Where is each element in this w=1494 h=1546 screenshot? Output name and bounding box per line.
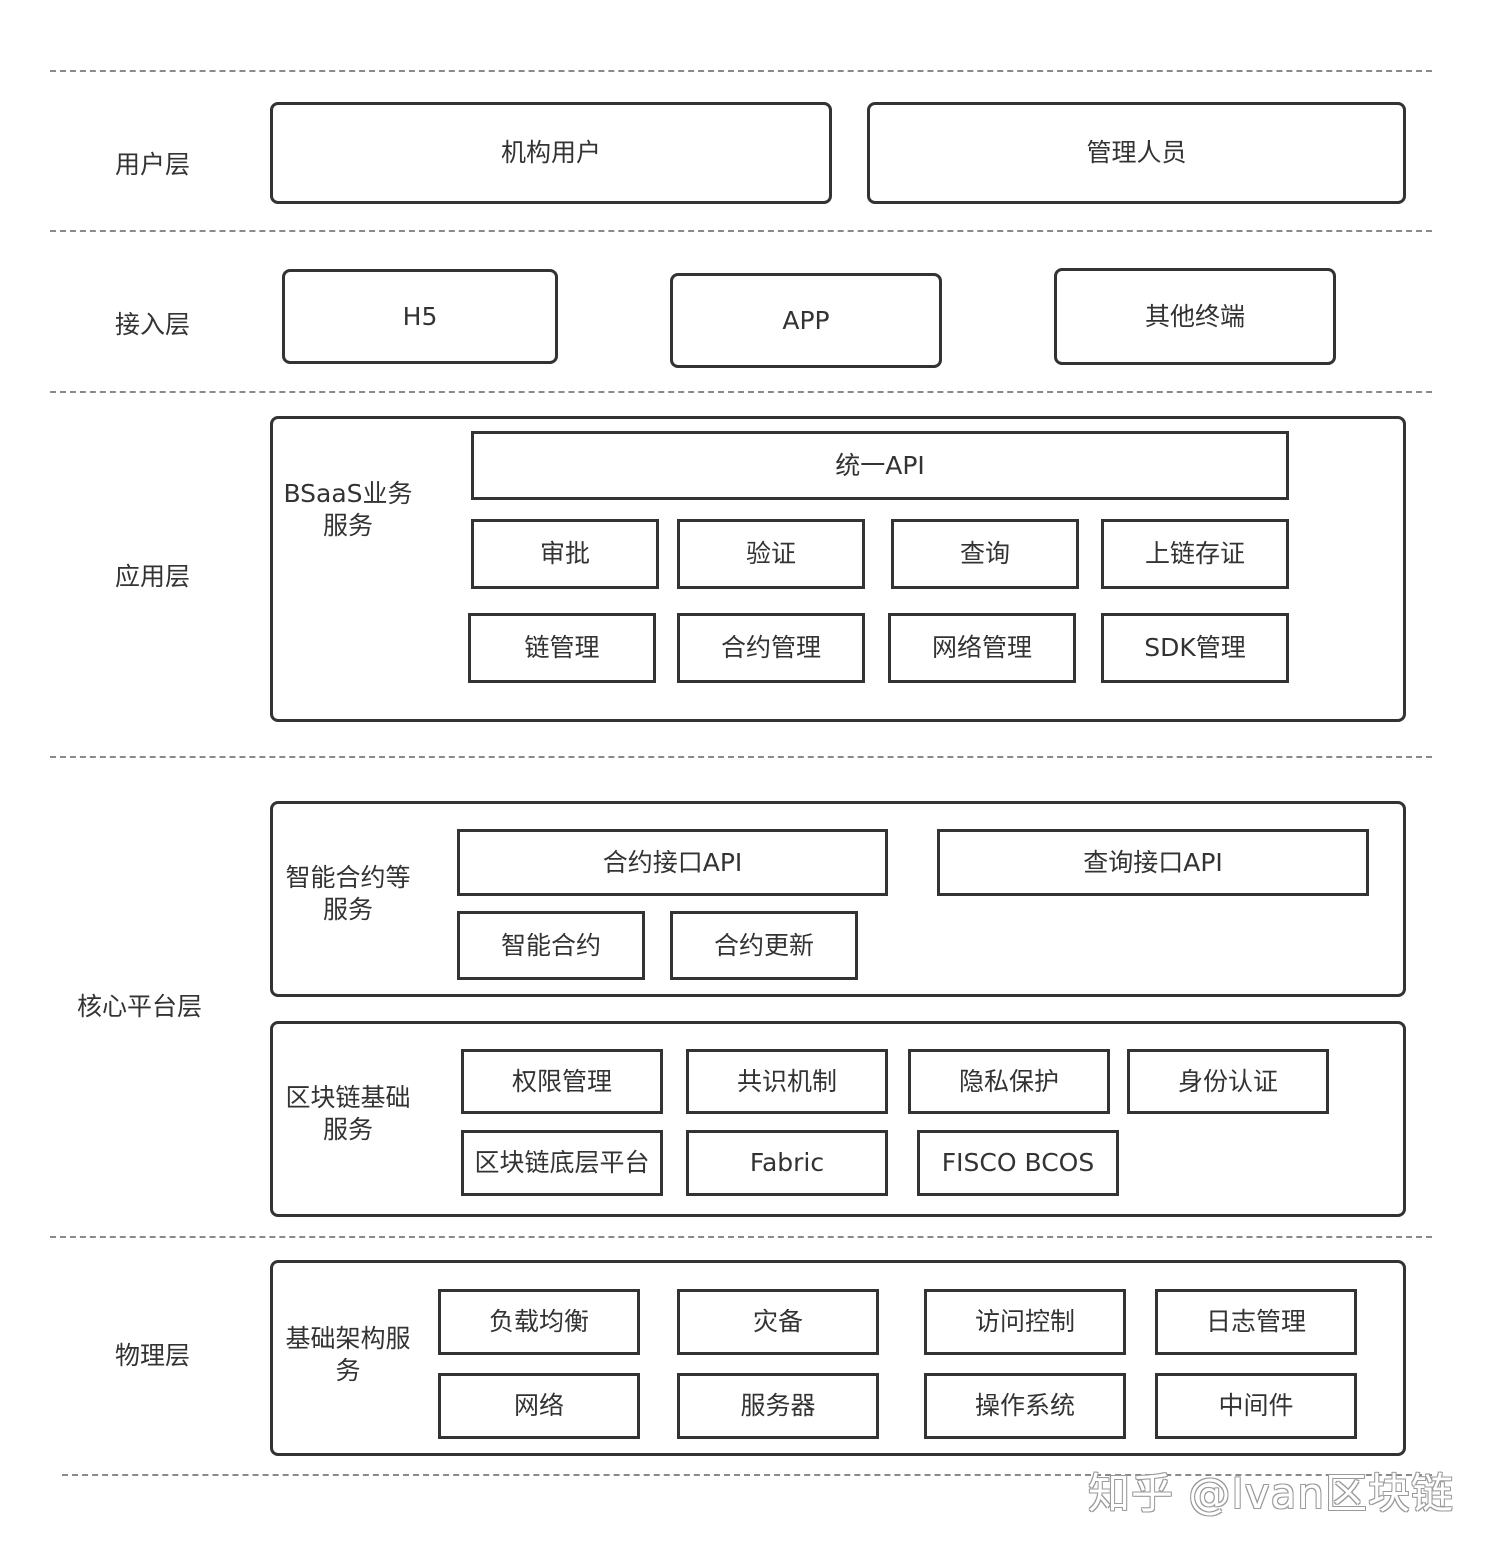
contract-mgmt-box: 合约管理: [677, 613, 865, 683]
log-mgmt-box: 日志管理: [1155, 1289, 1357, 1355]
access-control-box: 访问控制: [924, 1289, 1126, 1355]
contract-api-box: 合约接口API: [457, 829, 888, 896]
separator-2: [50, 230, 1432, 232]
sdk-mgmt-box: SDK管理: [1101, 613, 1289, 683]
other-terminal-box: 其他终端: [1054, 268, 1336, 365]
admin-box: 管理人员: [867, 102, 1406, 204]
app-box: APP: [670, 273, 942, 368]
layer-label-core: 核心平台层: [77, 992, 203, 1021]
query-box: 查询: [891, 519, 1079, 589]
contract-update-box: 合约更新: [670, 911, 858, 980]
h5-box: H5: [282, 269, 558, 364]
layer-label-physical: 物理层: [115, 1341, 191, 1370]
unified-api-box: 统一API: [471, 431, 1289, 500]
layer-label-access: 接入层: [115, 310, 191, 339]
blockchain-group-label: 区块链基础服务: [285, 1083, 411, 1144]
network-box: 网络: [438, 1373, 640, 1439]
infrastructure-service-container: [270, 1260, 1406, 1456]
chain-mgmt-box: 链管理: [468, 613, 656, 683]
os-box: 操作系统: [924, 1373, 1126, 1439]
bsaas-group-label: BSaaS业务服务: [283, 479, 413, 540]
separator-6: [62, 1474, 1432, 1476]
separator-5: [50, 1236, 1432, 1238]
watermark: 知乎 @Ivan区块链: [1088, 1469, 1454, 1518]
server-box: 服务器: [677, 1373, 879, 1439]
smart-contract-service-container: [270, 801, 1406, 997]
blockchain-base-service-container: [270, 1021, 1406, 1217]
infrastructure-group-label: 基础架构服务: [285, 1324, 411, 1385]
layer-label-user: 用户层: [115, 150, 191, 179]
smart-contract-group-label: 智能合约等服务: [285, 863, 411, 924]
permission-mgmt-box: 权限管理: [461, 1049, 663, 1114]
approve-box: 审批: [471, 519, 659, 589]
privacy-box: 隐私保护: [908, 1049, 1110, 1114]
consensus-box: 共识机制: [686, 1049, 888, 1114]
middleware-box: 中间件: [1155, 1373, 1357, 1439]
verify-box: 验证: [677, 519, 865, 589]
separator-3: [50, 391, 1432, 393]
fabric-box: Fabric: [686, 1130, 888, 1196]
bsaas-service-container: [270, 416, 1406, 722]
query-api-box: 查询接口API: [937, 829, 1369, 896]
layer-label-app: 应用层: [115, 562, 191, 591]
fisco-bcos-box: FISCO BCOS: [917, 1130, 1119, 1196]
onchain-evidence-box: 上链存证: [1101, 519, 1289, 589]
load-balance-box: 负载均衡: [438, 1289, 640, 1355]
network-mgmt-box: 网络管理: [888, 613, 1076, 683]
separator-4: [50, 756, 1432, 758]
smart-contract-box: 智能合约: [457, 911, 645, 980]
org-user-box: 机构用户: [270, 102, 832, 204]
identity-auth-box: 身份认证: [1127, 1049, 1329, 1114]
disaster-recovery-box: 灾备: [677, 1289, 879, 1355]
blockchain-platform-box: 区块链底层平台: [461, 1130, 663, 1196]
separator-1: [50, 70, 1432, 72]
